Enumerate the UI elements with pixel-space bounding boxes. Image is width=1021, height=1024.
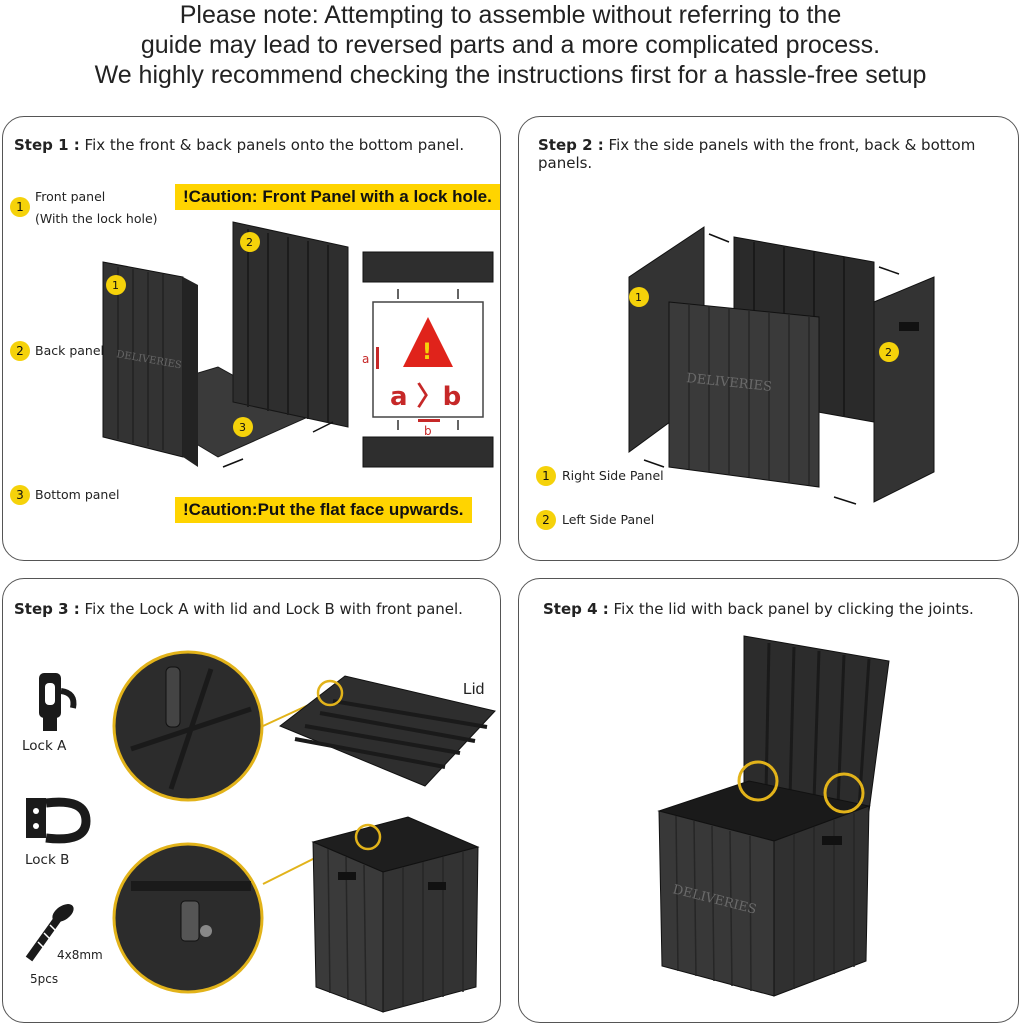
caution-front-panel: !Caution: Front Panel with a lock hole. bbox=[175, 184, 500, 210]
lock-b-zoom bbox=[112, 842, 264, 994]
step4-card: Step 4 : Fix the lid with back panel by … bbox=[518, 578, 1019, 1023]
screw-icon bbox=[25, 904, 74, 962]
dim-b-label: b bbox=[424, 424, 432, 438]
header-note: Please note: Attempting to assemble with… bbox=[0, 0, 1021, 90]
note-line-1: Please note: Attempting to assemble with… bbox=[179, 1, 842, 29]
step2-label-right-side: Right Side Panel bbox=[562, 468, 664, 483]
step1-badge-1: 1 bbox=[10, 197, 30, 217]
step1-label-back: Back panel bbox=[35, 343, 105, 358]
step4-box-illustration: DELIVERIES bbox=[657, 635, 890, 997]
step1-badge-3: 3 bbox=[10, 485, 30, 505]
step2-label-left-side: Left Side Panel bbox=[562, 512, 655, 527]
lock-a-label: Lock A bbox=[22, 738, 67, 754]
step1-label-front: Front panel bbox=[35, 189, 106, 204]
step1-fig-badge-2: 2 bbox=[246, 236, 253, 249]
step2-title: Step 2 : Fix the side panels with the fr… bbox=[538, 136, 976, 172]
step2-fig-badge-2: 2 bbox=[885, 346, 892, 359]
step1-fig-badge-1: 1 bbox=[112, 279, 119, 292]
lock-a-zoom bbox=[112, 650, 264, 802]
lid-label: Lid bbox=[463, 681, 485, 698]
step1-fig-badge-3: 3 bbox=[239, 421, 246, 434]
step1-label-front-sub: (With the lock hole) bbox=[35, 211, 158, 226]
lock-b-icon bbox=[26, 797, 91, 844]
step1-title: Step 1 : Fix the front & back panels ont… bbox=[14, 136, 465, 154]
lock-a-icon bbox=[39, 673, 77, 731]
step1-topview-diagram: ! a 〉b a b bbox=[362, 251, 494, 468]
step3-title: Step 3 : Fix the Lock A with lid and Loc… bbox=[14, 600, 463, 618]
caution-flat-face: !Caution:Put the flat face upwards. bbox=[175, 497, 472, 523]
step2-badge-2: 2 bbox=[536, 510, 556, 530]
alert-icon: ! bbox=[422, 340, 432, 365]
step1-badge-2: 2 bbox=[10, 341, 30, 361]
step2-box-illustration: DELIVERIES 1 2 bbox=[628, 226, 935, 505]
dim-a-label: a bbox=[362, 352, 369, 366]
ab-compare-label: a 〉b bbox=[390, 382, 461, 412]
step3-box-illustration bbox=[311, 816, 480, 1013]
lid-illustration bbox=[279, 675, 496, 787]
screw-size-label: 4x8mm bbox=[57, 948, 103, 962]
step4-title: Step 4 : Fix the lid with back panel by … bbox=[543, 600, 974, 618]
note-line-3: We highly recommend checking the instruc… bbox=[94, 61, 927, 89]
step1-panels-illustration: DELIVERIES 1 2 3 bbox=[102, 221, 349, 468]
step1-card: Step 1 : Fix the front & back panels ont… bbox=[2, 116, 501, 561]
step3-card: Step 3 : Fix the Lock A with lid and Loc… bbox=[2, 578, 501, 1023]
step2-fig-badge-1: 1 bbox=[635, 291, 642, 304]
lock-b-label: Lock B bbox=[25, 852, 70, 868]
step1-label-bottom: Bottom panel bbox=[35, 487, 120, 502]
note-line-2: guide may lead to reversed parts and a m… bbox=[140, 31, 881, 59]
screw-count-label: 5pcs bbox=[30, 972, 59, 986]
step2-card: Step 2 : Fix the side panels with the fr… bbox=[518, 116, 1019, 561]
step2-badge-1: 1 bbox=[536, 466, 556, 486]
